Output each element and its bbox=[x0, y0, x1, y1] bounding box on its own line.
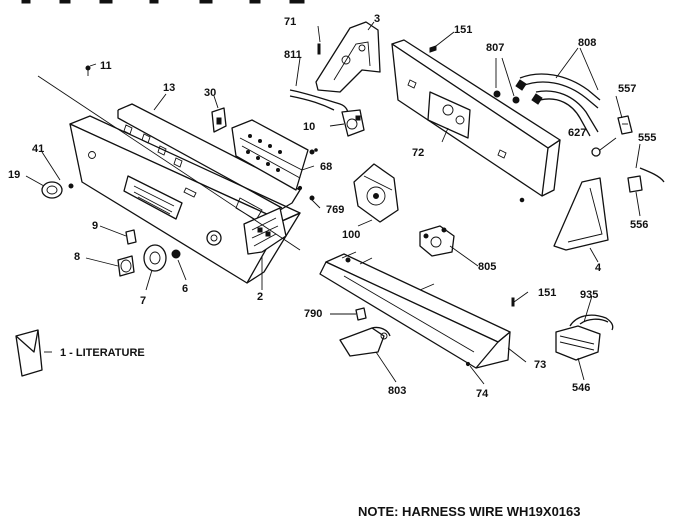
part-627 bbox=[591, 147, 601, 157]
switch-30 bbox=[211, 107, 227, 133]
timer-100 bbox=[353, 163, 399, 223]
callout-935: 935 bbox=[580, 289, 598, 301]
callout-6: 6 bbox=[182, 283, 188, 295]
end-cap-4 bbox=[553, 177, 609, 251]
callout-803: 803 bbox=[388, 385, 406, 397]
callout-73: 73 bbox=[534, 359, 546, 371]
callout-4: 4 bbox=[595, 262, 602, 274]
callout-8: 8 bbox=[74, 251, 80, 263]
clip-41 bbox=[68, 183, 74, 189]
callout-151a: 151 bbox=[454, 24, 472, 36]
callout-10: 10 bbox=[303, 121, 315, 133]
callout-811: 811 bbox=[284, 49, 302, 61]
leader-lines bbox=[25, 21, 641, 385]
screw-11 bbox=[85, 65, 91, 76]
callout-557: 557 bbox=[618, 83, 636, 95]
callout-9: 9 bbox=[92, 220, 98, 232]
top-edge-fragments bbox=[21, 0, 305, 4]
knob-7 bbox=[143, 244, 167, 272]
callout-19: 19 bbox=[8, 169, 20, 181]
callout-627: 627 bbox=[568, 127, 586, 139]
callout-555: 555 bbox=[638, 132, 656, 144]
literature-booklet bbox=[15, 329, 43, 377]
harness-546 bbox=[555, 314, 614, 361]
callout-2: 2 bbox=[257, 291, 263, 303]
valve-805 bbox=[419, 225, 455, 257]
bracket-803 bbox=[339, 326, 391, 357]
callout-labels: 71 3 151 807 808 811 11 13 30 10 557 627… bbox=[8, 13, 656, 519]
callout-41: 41 bbox=[32, 143, 44, 155]
harness-wire-note: NOTE: HARNESS WIRE WH19X0163 bbox=[358, 504, 581, 519]
knob-8 bbox=[117, 255, 135, 277]
callout-769: 769 bbox=[326, 204, 344, 216]
bolt-71 bbox=[317, 43, 321, 55]
callout-7: 7 bbox=[140, 295, 146, 307]
callout-71: 71 bbox=[284, 16, 296, 28]
screw-151a bbox=[429, 45, 437, 53]
cord-811 bbox=[289, 89, 349, 117]
shroud bbox=[319, 251, 511, 369]
clip-790 bbox=[355, 307, 367, 321]
end-cap-3 bbox=[315, 21, 381, 93]
literature-label: 1 - LITERATURE bbox=[60, 347, 145, 359]
callout-808: 808 bbox=[578, 37, 596, 49]
callout-72: 72 bbox=[412, 147, 424, 159]
callout-3: 3 bbox=[374, 13, 380, 25]
callout-790: 790 bbox=[304, 308, 322, 320]
knob-19 bbox=[41, 181, 63, 199]
callout-100: 100 bbox=[342, 229, 360, 241]
callout-13: 13 bbox=[163, 82, 175, 94]
knob-6 bbox=[171, 249, 181, 259]
pressure-switch-10 bbox=[341, 109, 365, 137]
callout-11: 11 bbox=[100, 60, 112, 72]
button-9 bbox=[125, 229, 137, 245]
callout-151b: 151 bbox=[538, 287, 556, 299]
valve-557 bbox=[617, 115, 633, 135]
sensor-555 bbox=[627, 167, 665, 193]
callout-556: 556 bbox=[630, 219, 648, 231]
callout-74: 74 bbox=[476, 388, 489, 400]
callout-805: 805 bbox=[478, 261, 496, 273]
screw-769 bbox=[309, 195, 315, 201]
callout-807: 807 bbox=[486, 42, 504, 54]
screw-151b bbox=[511, 297, 515, 307]
callout-30: 30 bbox=[204, 87, 216, 99]
callout-546: 546 bbox=[572, 382, 590, 394]
callout-68: 68 bbox=[320, 161, 332, 173]
control-panel bbox=[69, 115, 301, 284]
backsplash bbox=[391, 39, 561, 203]
